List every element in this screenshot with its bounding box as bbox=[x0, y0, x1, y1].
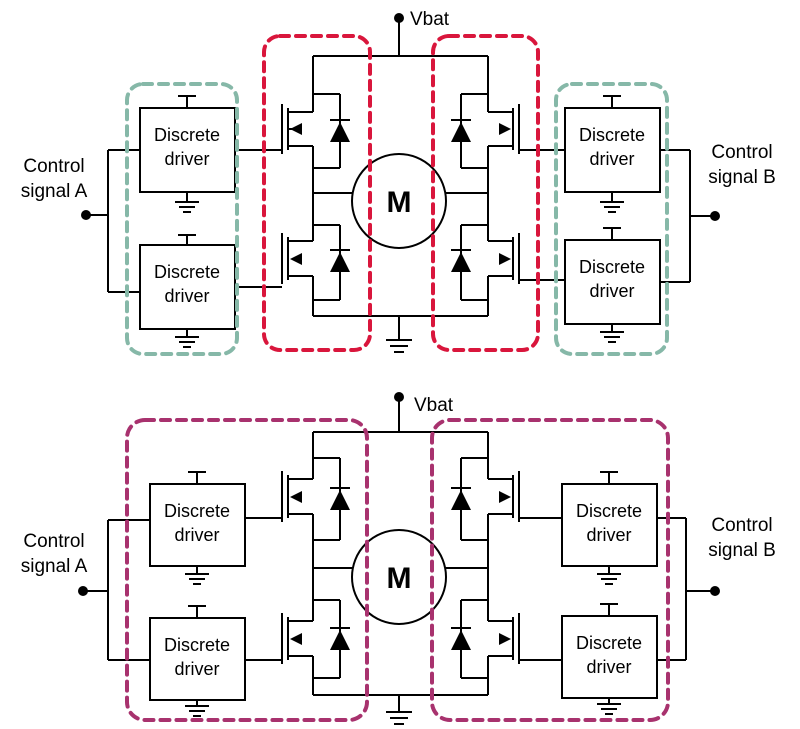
discrete-driver-right-top: Discrete driver bbox=[561, 471, 658, 585]
high-side-mosfet-left bbox=[281, 457, 341, 541]
freewheel-diode-icon bbox=[451, 249, 471, 272]
low-side-mosfet-right bbox=[460, 224, 520, 316]
freewheel-diode-icon bbox=[330, 627, 350, 650]
motor-label: M bbox=[387, 186, 412, 219]
svg-text:Discrete: Discrete bbox=[579, 257, 645, 277]
diagram-integrated-half-bridges: Vbat bbox=[21, 392, 776, 725]
vbat-label: Vbat bbox=[410, 9, 450, 30]
freewheel-diode-icon bbox=[451, 119, 471, 142]
svg-text:Discrete: Discrete bbox=[579, 125, 645, 145]
svg-text:driver: driver bbox=[164, 286, 209, 306]
ground-icon bbox=[386, 711, 412, 725]
freewheel-diode-icon bbox=[451, 627, 471, 650]
discrete-driver-left-bottom: Discrete driver bbox=[149, 605, 246, 717]
control-input-b: Control signal B bbox=[660, 142, 776, 283]
svg-text:driver: driver bbox=[174, 525, 219, 545]
svg-text:Control: Control bbox=[23, 156, 84, 177]
svg-text:driver: driver bbox=[589, 281, 634, 301]
discrete-driver-left-top: Discrete driver bbox=[139, 95, 236, 213]
driver-group-right bbox=[554, 82, 669, 356]
svg-text:driver: driver bbox=[586, 525, 631, 545]
low-side-mosfet-right bbox=[460, 599, 520, 695]
svg-text:Control: Control bbox=[711, 515, 772, 536]
svg-text:driver: driver bbox=[589, 149, 634, 169]
vbat-terminal: Vbat bbox=[394, 9, 450, 56]
motor-label: M bbox=[387, 562, 412, 595]
discrete-driver-right-top: Discrete driver bbox=[564, 95, 661, 213]
high-side-mosfet-right bbox=[460, 93, 520, 169]
svg-text:Discrete: Discrete bbox=[154, 262, 220, 282]
high-side-mosfet-right bbox=[460, 457, 520, 541]
freewheel-diode-icon bbox=[451, 487, 471, 510]
svg-text:signal A: signal A bbox=[21, 181, 88, 202]
control-input-a: Control signal A bbox=[21, 149, 140, 293]
control-input-a: Control signal A bbox=[21, 519, 150, 661]
svg-text:signal A: signal A bbox=[21, 556, 88, 577]
diagram-discrete-drivers: Vbat bbox=[21, 9, 776, 356]
discrete-driver-right-bottom: Discrete driver bbox=[561, 603, 658, 715]
svg-text:Discrete: Discrete bbox=[576, 633, 642, 653]
discrete-driver-left-top: Discrete driver bbox=[149, 471, 246, 585]
svg-text:driver: driver bbox=[164, 149, 209, 169]
driver-group-left bbox=[125, 82, 239, 356]
svg-text:Discrete: Discrete bbox=[164, 501, 230, 521]
svg-text:Discrete: Discrete bbox=[576, 501, 642, 521]
fet-group-right bbox=[431, 34, 540, 352]
control-input-b: Control signal B bbox=[657, 515, 776, 661]
svg-text:signal B: signal B bbox=[708, 540, 776, 561]
svg-text:driver: driver bbox=[586, 657, 631, 677]
vbat-terminal: Vbat bbox=[394, 392, 454, 432]
fet-group-left bbox=[262, 34, 372, 352]
motor: M bbox=[351, 529, 447, 625]
ground-icon bbox=[386, 339, 412, 353]
svg-text:Discrete: Discrete bbox=[164, 635, 230, 655]
svg-text:driver: driver bbox=[174, 659, 219, 679]
vbat-label: Vbat bbox=[414, 395, 454, 416]
freewheel-diode-icon bbox=[330, 487, 350, 510]
svg-text:signal B: signal B bbox=[708, 167, 776, 188]
discrete-driver-right-bottom: Discrete driver bbox=[564, 227, 661, 343]
half-bridge-group-right bbox=[430, 418, 670, 722]
freewheel-diode-icon bbox=[330, 119, 350, 142]
high-side-mosfet-left bbox=[281, 93, 341, 169]
motor: M bbox=[351, 153, 447, 249]
svg-text:Control: Control bbox=[23, 531, 84, 552]
svg-text:Control: Control bbox=[711, 142, 772, 163]
half-bridge-group-left bbox=[125, 418, 369, 722]
svg-text:Discrete: Discrete bbox=[154, 125, 220, 145]
freewheel-diode-icon bbox=[330, 249, 350, 272]
discrete-driver-left-bottom: Discrete driver bbox=[139, 234, 236, 348]
